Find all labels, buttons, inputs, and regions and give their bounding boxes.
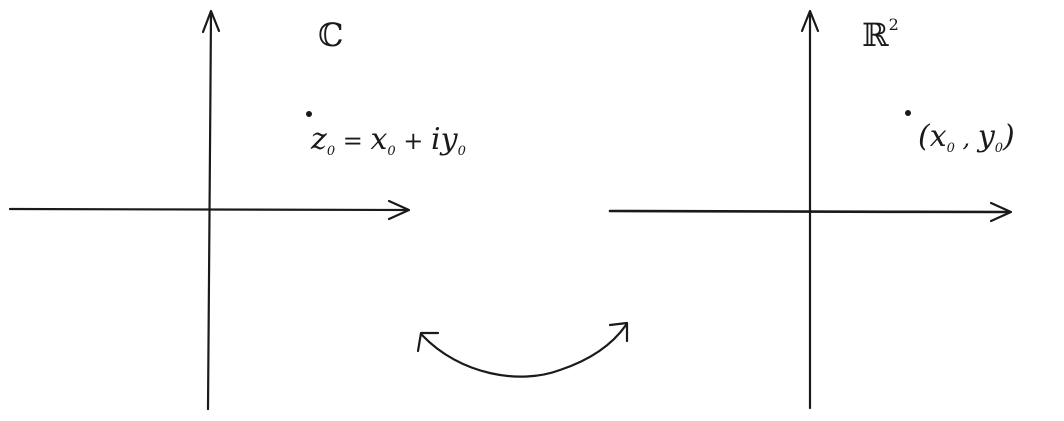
i-letter: i bbox=[431, 122, 441, 157]
left-x-axis bbox=[8, 207, 410, 212]
right-plane: ℝ2 (x0 , y0) bbox=[608, 9, 1015, 410]
left-x-axis-arrowhead bbox=[387, 199, 411, 221]
close-paren: ) bbox=[1002, 119, 1015, 154]
left-y-axis-arrowhead bbox=[201, 9, 221, 34]
left-plane: ℂ z0 = x0 + iy0 bbox=[8, 9, 466, 411]
r2-label: ℝ2 bbox=[862, 15, 899, 54]
point-x0-y0-label: (x0 , y0) bbox=[918, 119, 1015, 156]
point-z0-label: z0 = x0 + iy0 bbox=[310, 122, 466, 159]
x-subscript: 0 bbox=[947, 141, 955, 156]
y-subscript: 0 bbox=[995, 141, 1003, 156]
x-subscript: 0 bbox=[387, 144, 395, 159]
left-arrowhead bbox=[416, 331, 440, 353]
right-arrowhead bbox=[608, 321, 629, 343]
x-letter: x bbox=[370, 122, 387, 157]
comma: , bbox=[955, 124, 978, 152]
r2-superscript: 2 bbox=[889, 15, 899, 34]
open-paren: ( bbox=[918, 119, 931, 154]
svg-text:(x0 , y0): (x0 , y0) bbox=[918, 119, 1015, 156]
plus-sign: + bbox=[396, 127, 431, 155]
right-y-axis-arrowhead bbox=[800, 9, 820, 33]
y-subscript: 0 bbox=[458, 144, 466, 159]
right-x-axis bbox=[608, 209, 1012, 214]
point-z0-dot bbox=[306, 111, 312, 117]
complex-plane-label: ℂ bbox=[318, 16, 343, 54]
left-y-axis bbox=[206, 10, 213, 411]
right-x-axis-arrowhead bbox=[989, 201, 1013, 223]
z-subscript: 0 bbox=[327, 144, 335, 159]
svg-text:ℝ2: ℝ2 bbox=[862, 15, 899, 54]
r-blackboard-letter: ℝ bbox=[862, 16, 889, 54]
correspondence-curve bbox=[420, 323, 628, 378]
equals-sign: = bbox=[335, 127, 370, 155]
svg-text:z0 = x0 + iy0: z0 = x0 + iy0 bbox=[310, 122, 466, 159]
y-letter: y bbox=[976, 119, 996, 154]
x-letter: x bbox=[930, 119, 947, 154]
bidirectional-arrow bbox=[416, 321, 629, 378]
y-letter: y bbox=[439, 122, 459, 157]
point-x0-y0-dot bbox=[905, 110, 911, 116]
z-letter: z bbox=[310, 122, 327, 157]
